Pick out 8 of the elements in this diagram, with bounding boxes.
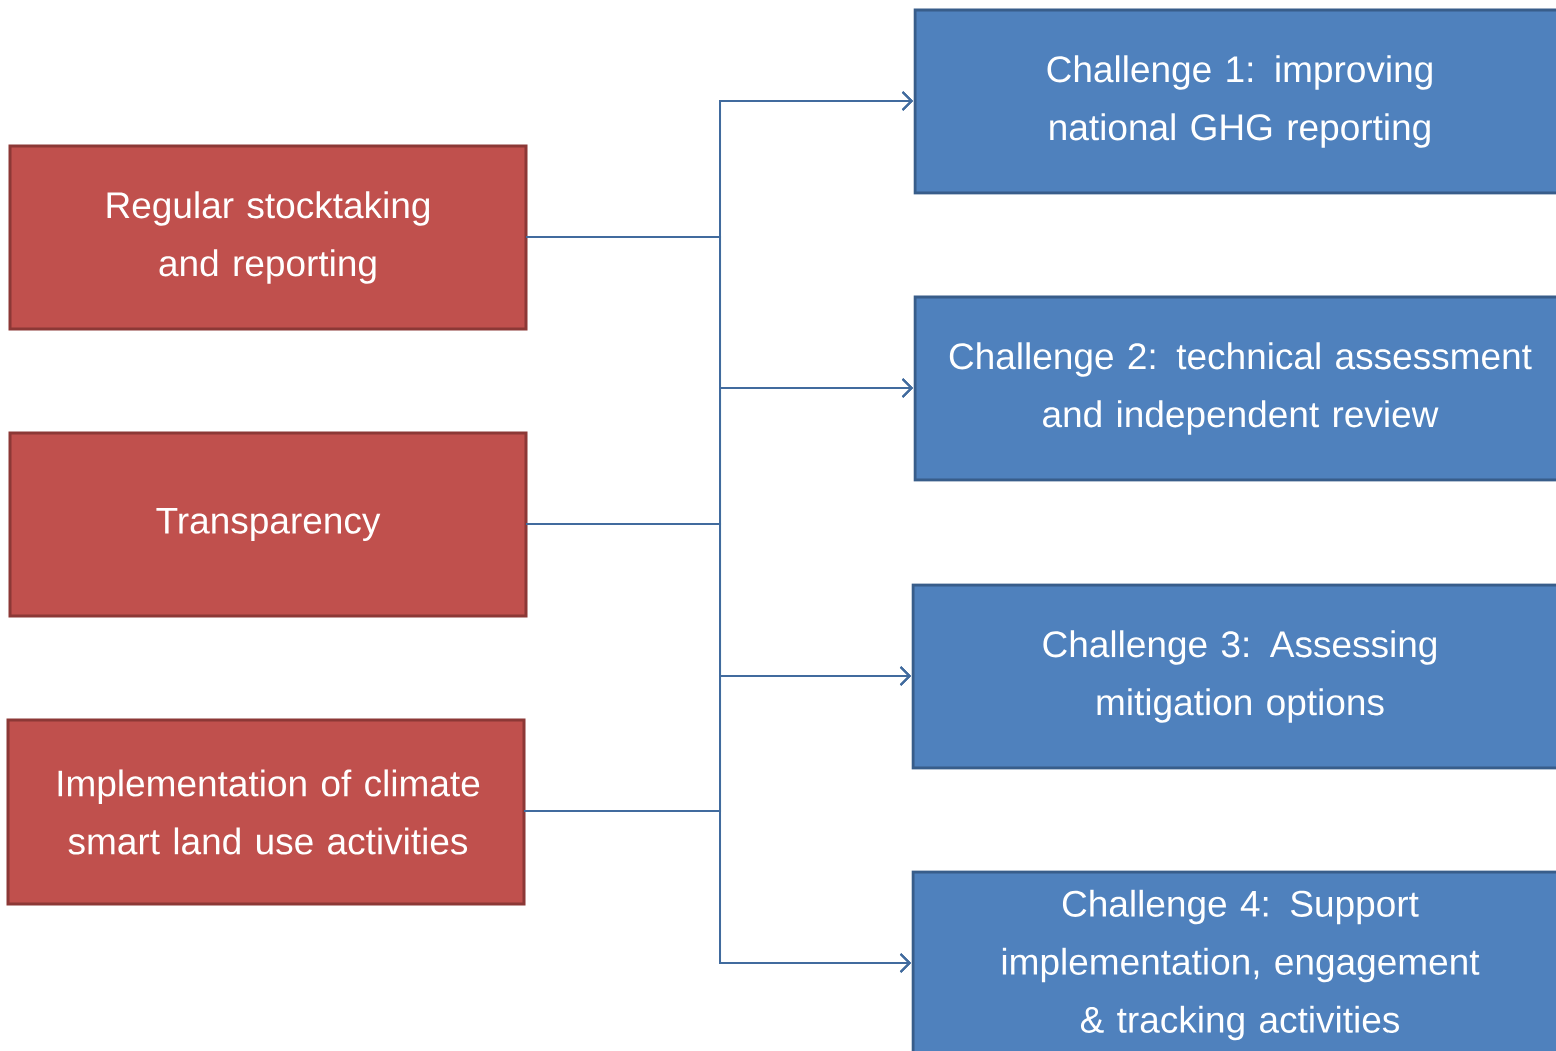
arrow: [523, 810, 911, 973]
source-box: Regular stocktaking and reporting: [8, 144, 528, 331]
source-box: Transparency: [8, 431, 528, 618]
challenge-box: Challenge 2: technical assessment and independent review: [913, 295, 1556, 482]
challenge-box: Challenge 1: improving national GHG reporting: [913, 8, 1556, 195]
source-box: Implementation of climate smart land use activities: [6, 718, 526, 906]
challenge-box: Challenge 3: Assessing mitigation options: [911, 583, 1556, 770]
challenge-box: Challenge 4: Support implementation, engagement & tracking activities: [911, 870, 1556, 1051]
